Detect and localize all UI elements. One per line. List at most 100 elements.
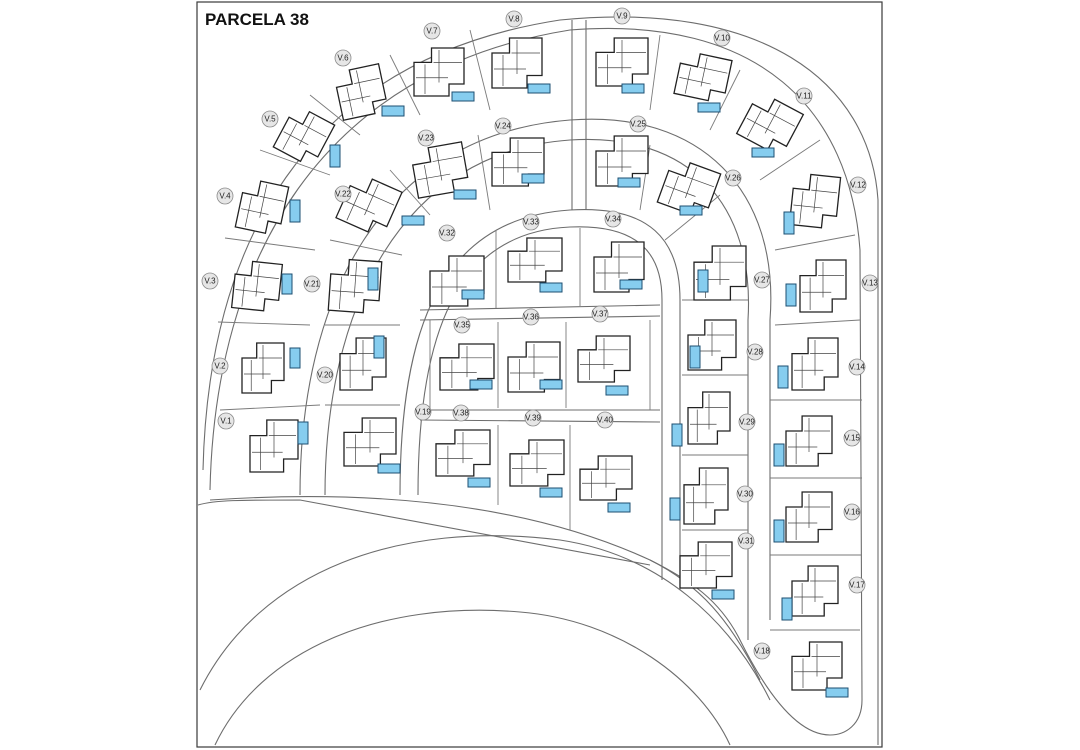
villa-label-text: V.24 [495,122,511,131]
pool-v37 [605,385,629,396]
villa-label-circle [591,305,609,323]
villa-label-text: V.12 [850,181,866,190]
villa-label-circle [613,7,631,25]
pool-v3 [281,273,293,295]
villa-label-v7: V.7 [423,22,441,40]
villa-footprints [230,37,849,698]
villa-label-v39: V.39 [524,409,541,427]
villa-label-text: V.31 [738,537,754,546]
villa-label-circle [452,404,470,422]
villa-footprint-v2 [241,342,285,394]
pool-v25 [617,177,641,188]
pool-v23 [453,189,477,200]
pool-v36 [539,379,563,390]
villa-label-text: V.29 [739,418,755,427]
pool-v28 [689,345,701,369]
villa-label-circle [843,429,861,447]
pool-v2 [289,347,301,369]
villa-label-v23: V.23 [417,129,434,147]
pool-v13 [785,283,797,307]
villa-footprint-v5 [272,110,336,163]
villa-label-text: V.27 [754,276,770,285]
villa-footprint-v37 [577,335,631,383]
villa-label-text: V.9 [616,12,628,21]
villa-label-circle [438,224,456,242]
villa-label-v9: V.9 [613,7,631,25]
villa-label-v10: V.10 [713,29,730,47]
villa-label-text: V.36 [523,313,539,322]
villa-label-text: V.22 [335,190,351,199]
villa-label-text: V.17 [849,581,865,590]
villa-footprint-v33 [507,237,563,283]
pool-v17 [781,597,793,621]
villa-label-circle [216,187,234,205]
villa-footprint-v3 [230,260,284,312]
villa-footprint-v30 [683,467,729,525]
villa-label-text: V.30 [737,490,753,499]
villa-label-v16: V.16 [843,503,860,521]
pool-v10 [697,102,721,113]
villa-label-v36: V.36 [522,308,539,326]
villa-label-v17: V.17 [848,576,865,594]
villa-label-circle [753,271,771,289]
villa-label-text: V.15 [844,434,860,443]
villa-label-v40: V.40 [596,411,613,429]
villa-footprint-v9 [595,37,649,87]
villa-label-circle [334,185,352,203]
villa-footprint-v29 [687,391,731,445]
villa-footprint-v7 [413,47,465,97]
pool-v30 [669,497,681,521]
villa-label-text: V.35 [454,321,470,330]
villa-label-text: V.5 [264,115,276,124]
villa-label-v38: V.38 [452,404,470,422]
villa-label-v20: V.20 [316,366,334,384]
pool-v20 [373,335,385,359]
villa-footprint-v31 [679,541,733,589]
villa-footprint-v8 [491,37,543,89]
villa-footprint-v35 [439,343,495,391]
villa-label-circle [261,110,279,128]
villa-label-text: V.20 [317,371,333,380]
pool-v21 [367,267,379,291]
pool-v22 [401,215,425,226]
villa-label-circle [604,210,622,228]
villa-label-v37: V.37 [591,305,609,323]
villa-label-v18: V.18 [753,642,770,660]
villa-label-v21: V.21 [303,275,320,293]
villa-label-v11: V.11 [795,87,813,105]
villa-footprint-v16 [785,491,833,543]
villa-label-text: V.3 [204,277,216,286]
pool-v18 [825,687,849,698]
villa-label-v29: V.29 [738,413,755,431]
pool-v6 [381,105,405,117]
villa-label-v30: V.30 [736,485,753,503]
villa-label-text: V.13 [862,279,878,288]
villa-label-text: V.28 [747,348,763,357]
villa-label-v27: V.27 [753,271,771,289]
villa-footprint-v11 [735,98,805,151]
villa-footprint-v4 [234,180,290,235]
villa-label-v34: V.34 [604,210,622,228]
villa-label-circle [414,403,432,421]
villa-footprint-v6 [335,62,387,122]
villa-footprint-v19 [343,417,397,467]
villa-label-circle [217,412,235,430]
pool-v1 [297,421,309,445]
villa-label-text: V.32 [439,229,455,238]
villa-label-circle [423,22,441,40]
villa-label-v33: V.33 [522,213,539,231]
villa-footprint-v15 [785,415,833,467]
villa-label-text: V.6 [337,54,349,63]
pool-v27 [697,269,709,293]
villa-footprint-v40 [579,455,633,501]
villa-label-v28: V.28 [746,343,763,361]
lot-lines [217,29,862,631]
villa-label-text: V.18 [754,647,770,656]
pool-v40 [607,502,631,513]
villa-label-circle [316,366,334,384]
villa-label-circle [505,10,523,28]
villa-label-text: V.34 [605,215,621,224]
plan-title: PARCELA 38 [205,10,309,29]
pool-v29 [671,423,683,447]
